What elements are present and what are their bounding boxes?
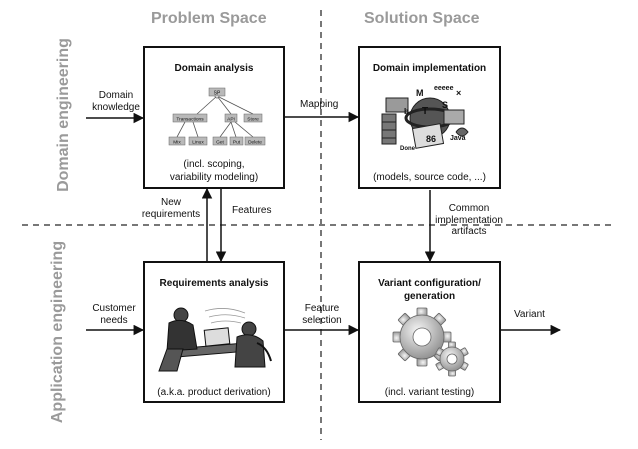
solution-space-title: Solution Space (364, 10, 480, 27)
svg-text:×: × (456, 88, 461, 98)
code-artifacts-illustration: M eeeee b S T 86 Java × Done (381, 85, 469, 152)
feature-node-mix-label: Mix (173, 139, 181, 145)
feature-node-delete-label: Delete (248, 139, 262, 145)
variant-label: Variant (514, 309, 545, 320)
svg-text:S: S (442, 100, 448, 110)
feature-node-store-label: Store (247, 116, 259, 122)
common-artifacts-label-3: artifacts (451, 226, 487, 237)
feature-node-get-label: Get (216, 139, 224, 145)
common-artifacts-label-2: implementation (435, 215, 503, 226)
domain-engineering-title: Domain engineering (55, 38, 72, 192)
svg-text:Java: Java (450, 135, 466, 142)
domain-analysis-title: Domain analysis (174, 63, 254, 74)
svg-text:M: M (416, 88, 424, 98)
svg-text:Done: Done (400, 146, 416, 152)
feature-node-delete (244, 136, 266, 146)
new-requirements-label-1: New (160, 197, 181, 208)
domain-analysis-note-2: variability modeling) (169, 172, 259, 183)
domain-implementation-title: Domain implementation (372, 63, 487, 74)
feature-node-store (243, 113, 263, 123)
requirements-analysis-title: Requirements analysis (159, 278, 269, 289)
feature-selection-label-2: selection (302, 315, 342, 326)
common-artifacts-label-1: Common (448, 203, 490, 214)
customer-needs-label-1: Customer (92, 303, 136, 314)
requirements-analysis-box: Requirements analysis (a.k.a. product de… (143, 261, 285, 403)
variant-configuration-note: (incl. variant testing) (384, 387, 475, 398)
gears-illustration (392, 307, 469, 377)
feature-node-linux-label: Linux (192, 139, 204, 145)
domain-knowledge-label-1: Domain (98, 90, 134, 101)
application-engineering-title: Application engineering (49, 240, 66, 424)
feature-model-illustration: SP Transactions API Store Mix Linux Get … (168, 87, 266, 146)
feature-node-linux (188, 136, 208, 146)
feature-node-transactions (172, 113, 208, 123)
svg-text:eeeee: eeeee (434, 85, 454, 92)
feature-node-get (212, 136, 228, 146)
feature-node-api-label: API (227, 116, 235, 122)
feature-node-root (208, 87, 226, 97)
feature-node-put (229, 136, 244, 146)
variant-configuration-box: Variant configuration/ generation (358, 261, 501, 403)
domain-knowledge-label-2: knowledge (92, 102, 140, 113)
domain-analysis-note-1: (incl. scoping, (183, 159, 245, 170)
domain-analysis-box: Domain analysis SP Transactions API Stor… (143, 46, 285, 189)
feature-node-root-label: SP (214, 91, 221, 97)
variant-configuration-title-1: Variant configuration/ (378, 278, 481, 289)
feature-node-put-label: Put (233, 139, 241, 145)
features-label: Features (232, 205, 272, 216)
feature-node-transactions-label: Transactions (176, 116, 204, 122)
domain-implementation-note: (models, source code, ...) (373, 172, 486, 183)
people-meeting-illustration (158, 307, 272, 372)
new-requirements-label-2: requirements (141, 209, 201, 220)
feature-node-api (224, 113, 238, 123)
svg-text:86: 86 (426, 134, 436, 144)
requirements-analysis-note: (a.k.a. product derivation) (157, 387, 271, 398)
customer-needs-label-2: needs (100, 315, 128, 326)
svg-text:T: T (422, 106, 428, 117)
variant-configuration-title-2: generation (403, 291, 456, 302)
feature-selection-label-1: Feature (304, 303, 340, 314)
domain-implementation-box: Domain implementation M eeeee b S T 86 J… (358, 46, 501, 189)
mapping-label: Mapping (300, 99, 339, 110)
svg-text:b: b (404, 107, 409, 116)
problem-space-title: Problem Space (151, 10, 267, 27)
feature-node-mix (168, 136, 186, 146)
